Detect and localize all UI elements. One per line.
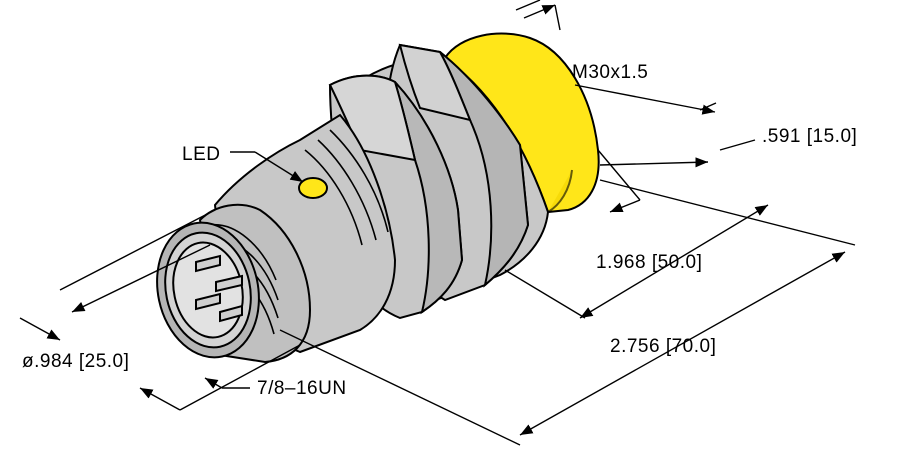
body-length-label: 1.968 [50.0] <box>596 252 702 273</box>
dimension-lines <box>19 0 856 446</box>
connector-thread-label: 7/8–16UN <box>257 378 347 399</box>
thread-main-label: M30x1.5 <box>572 62 648 83</box>
led-label: LED <box>182 144 220 165</box>
diameter-label: ø.984 [25.0] <box>22 351 129 372</box>
led-indicator <box>298 177 328 199</box>
connector-face <box>156 221 260 359</box>
overall-length-label: 2.756 [70.0] <box>610 336 716 357</box>
connector-pins <box>195 254 243 323</box>
sensor-illustration <box>156 32 600 364</box>
face-length-label: .591 [15.0] <box>762 126 857 147</box>
